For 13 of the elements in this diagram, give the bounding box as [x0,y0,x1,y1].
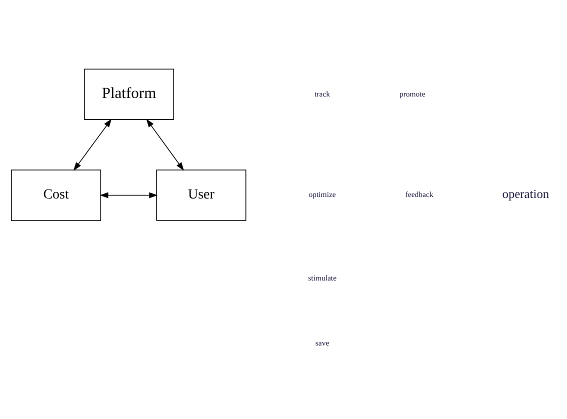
label: operation [502,186,550,201]
label: feedback [405,190,434,199]
label: track [314,88,330,98]
node-box: User [156,169,246,220]
label: optimize [308,190,336,199]
arrow [73,118,112,170]
arrow [100,192,158,198]
label: promote [399,88,426,98]
node-box: Platform [84,68,174,120]
label: stimulate [308,272,337,282]
arrow [146,118,184,170]
label: save [315,338,330,347]
node-box: Cost [11,169,102,220]
